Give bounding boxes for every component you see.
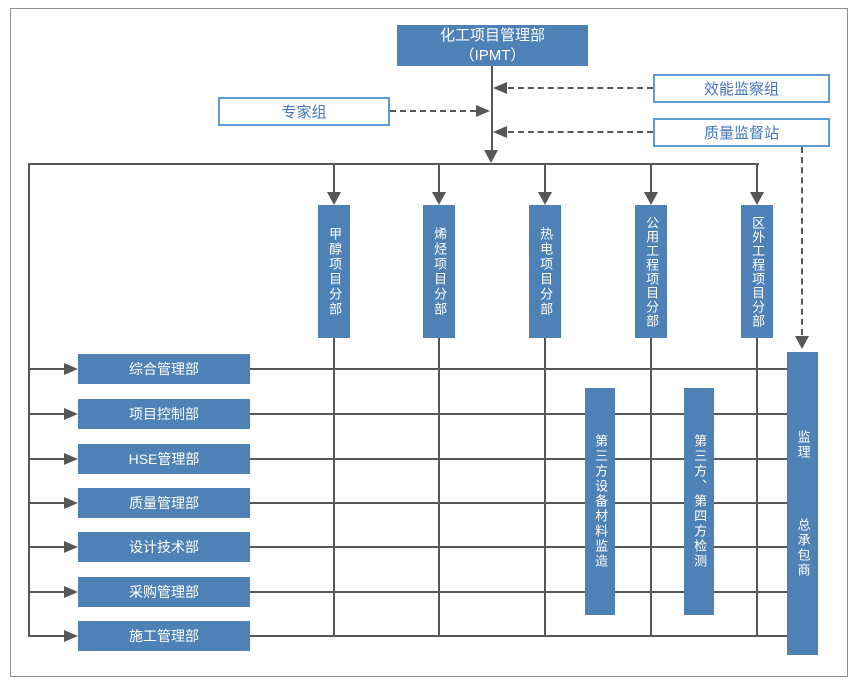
third-party-equipment-supervision-box: 第三方设备材料监造 xyxy=(585,388,615,615)
dept-row-line xyxy=(250,502,788,504)
division-drop-line xyxy=(333,165,335,192)
expert-group-box: 专家组 xyxy=(218,97,390,126)
division-olefin-box: 烯烃项目分部 xyxy=(423,205,455,338)
arrow-right-icon xyxy=(64,453,78,465)
dept-branch-line xyxy=(28,413,66,415)
division-thermal-power-label: 热电项目分部 xyxy=(538,226,554,317)
division-methanol-label: 甲醇项目分部 xyxy=(327,226,343,317)
dept-row-line xyxy=(250,458,788,460)
ipmt-title-line1: 化工项目管理部 xyxy=(439,27,545,44)
division-olefin-label: 烯烃项目分部 xyxy=(432,226,448,317)
dept-branch-line xyxy=(28,502,66,504)
supervisor-contractor-box: 监理 总承包商 xyxy=(787,352,818,655)
dept-project-control-box: 项目控制部 xyxy=(78,399,250,429)
arrow-right-icon xyxy=(64,586,78,598)
expert-dashed-line xyxy=(390,110,476,112)
dept-design-technology-box: 设计技术部 xyxy=(78,532,250,562)
dept-row-line xyxy=(250,546,788,548)
third-party-equipment-supervision-label: 第三方设备材料监造 xyxy=(593,434,609,569)
division-drop-line xyxy=(438,165,440,192)
division-tail-line xyxy=(650,338,652,636)
dept-label: 采购管理部 xyxy=(129,584,199,600)
division-drop-line xyxy=(756,165,758,192)
division-outside-area-label: 区外工程项目分部 xyxy=(750,215,766,328)
ipmt-box: 化工项目管理部 （IPMT） xyxy=(397,25,588,66)
dept-quality-management-box: 质量管理部 xyxy=(78,488,250,518)
dept-label: HSE管理部 xyxy=(128,451,200,467)
arrow-down-icon xyxy=(432,192,446,205)
dept-comprehensive-management-box: 综合管理部 xyxy=(78,354,250,384)
arrow-down-icon xyxy=(750,192,764,205)
quality-station-dashed-line xyxy=(508,131,653,133)
ipmt-drop-line xyxy=(491,66,493,152)
efficiency-supervision-box: 效能监察组 xyxy=(653,74,830,103)
arrow-down-icon xyxy=(538,192,552,205)
quality-supervision-station-label: 质量监督站 xyxy=(703,125,779,142)
left-spine-line xyxy=(28,163,30,637)
dept-row-line xyxy=(250,368,788,370)
ipmt-title-line2: （IPMT） xyxy=(459,46,526,64)
dept-label: 项目控制部 xyxy=(129,406,199,422)
division-tail-line xyxy=(544,338,546,636)
division-utility-engineering-label: 公用工程项目分部 xyxy=(644,215,660,328)
dept-label: 质量管理部 xyxy=(129,495,199,511)
dept-row-line xyxy=(250,635,788,637)
arrow-down-icon xyxy=(484,150,498,163)
arrow-right-icon xyxy=(64,363,78,375)
chart-border xyxy=(10,8,848,677)
efficiency-supervision-label: 效能监察组 xyxy=(703,81,779,98)
division-utility-engineering-box: 公用工程项目分部 xyxy=(635,205,667,338)
division-thermal-power-box: 热电项目分部 xyxy=(529,205,561,338)
supervision-label: 监理 xyxy=(795,429,811,460)
top-bus-line xyxy=(28,163,759,165)
arrow-down-icon xyxy=(327,192,341,205)
dept-procurement-management-box: 采购管理部 xyxy=(78,577,250,607)
dept-label: 施工管理部 xyxy=(129,628,199,644)
arrow-right-icon xyxy=(64,630,78,642)
arrow-right-icon xyxy=(64,541,78,553)
efficiency-dashed-line xyxy=(508,87,653,89)
division-tail-line xyxy=(438,338,440,636)
third-fourth-party-inspection-label: 第三方、第四方检测 xyxy=(692,434,708,569)
division-drop-line xyxy=(650,165,652,192)
general-contractor-label: 总承包商 xyxy=(795,517,811,578)
division-tail-line xyxy=(756,338,758,636)
quality-supervision-station-box: 质量监督站 xyxy=(653,118,830,147)
dept-label: 综合管理部 xyxy=(129,361,199,377)
dept-row-line xyxy=(250,591,788,593)
dept-branch-line xyxy=(28,546,66,548)
dept-branch-line xyxy=(28,635,66,637)
third-fourth-party-inspection-box: 第三方、第四方检测 xyxy=(684,388,714,615)
expert-group-label: 专家组 xyxy=(281,104,327,121)
dept-label: 设计技术部 xyxy=(129,539,199,555)
arrow-left-icon xyxy=(493,82,507,94)
dept-branch-line xyxy=(28,458,66,460)
dept-branch-line xyxy=(28,591,66,593)
dept-branch-line xyxy=(28,368,66,370)
dept-row-line xyxy=(250,413,788,415)
division-drop-line xyxy=(544,165,546,192)
arrow-right-icon xyxy=(64,408,78,420)
division-methanol-box: 甲醇项目分部 xyxy=(318,205,350,338)
division-tail-line xyxy=(333,338,335,636)
arrow-down-icon xyxy=(644,192,658,205)
arrow-down-icon xyxy=(795,336,809,349)
arrow-left-icon xyxy=(493,126,507,138)
quality-station-drop-dashed-line xyxy=(801,147,803,335)
arrow-right-icon xyxy=(64,497,78,509)
dept-construction-management-box: 施工管理部 xyxy=(78,621,250,651)
dept-hse-management-box: HSE管理部 xyxy=(78,444,250,474)
arrow-right-icon xyxy=(476,105,490,117)
division-outside-area-box: 区外工程项目分部 xyxy=(741,205,773,338)
